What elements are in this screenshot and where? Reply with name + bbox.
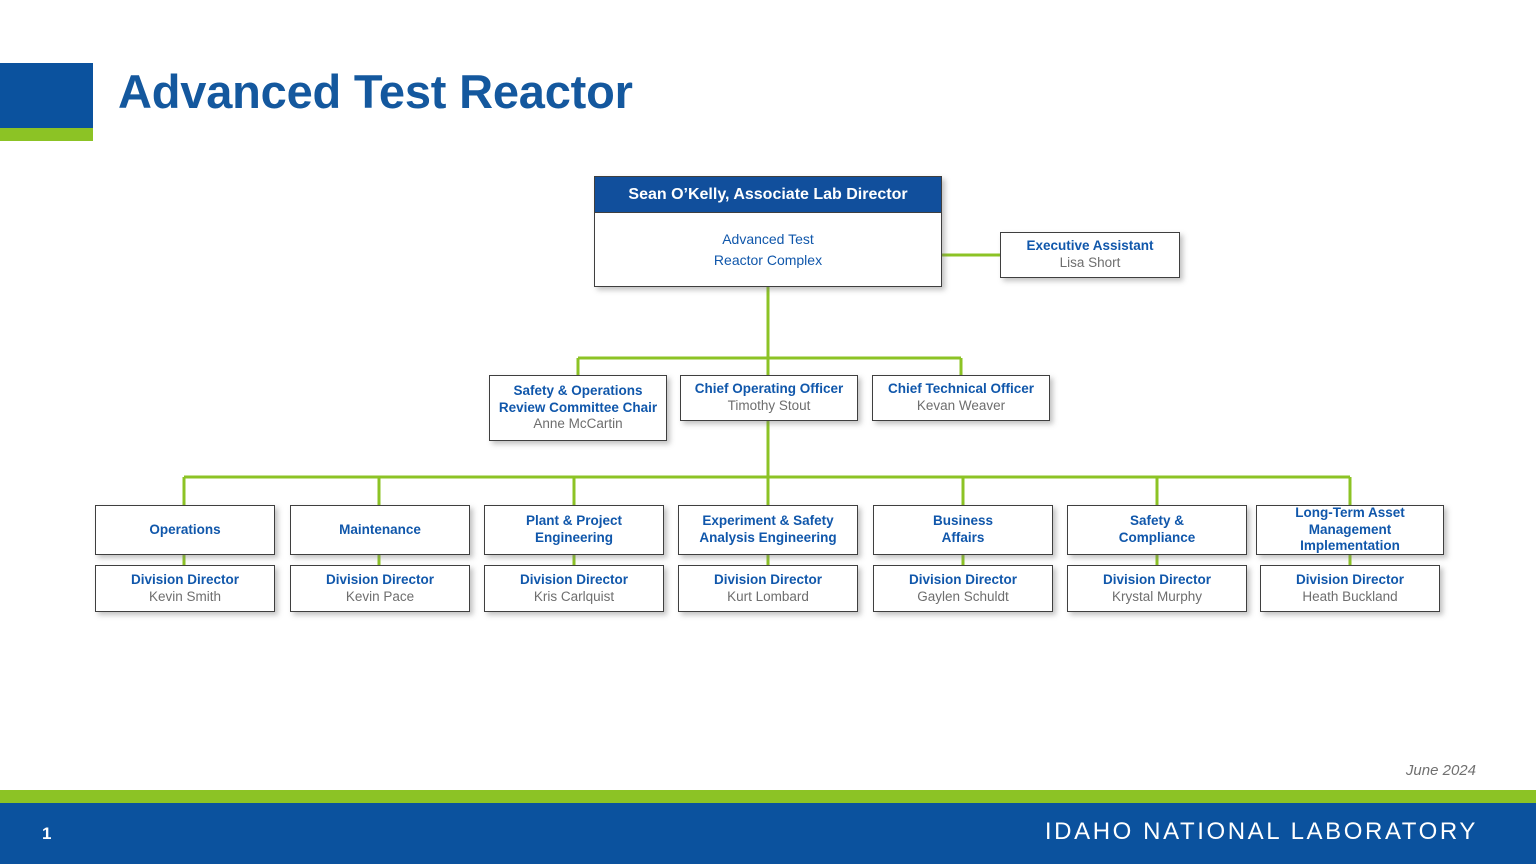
header-accent-block (0, 63, 93, 128)
org-node-title-line2: Affairs (941, 530, 985, 545)
org-node-division-director-business-affairs[interactable]: Division Director Gaylen Schuldt (873, 565, 1053, 612)
org-node-title-line1: Chief Operating Officer (694, 381, 844, 397)
org-node-root-body-line2: Reactor Complex (713, 251, 823, 268)
org-node-title-line1: Business (932, 513, 994, 529)
org-node-title-line1: Maintenance (339, 521, 421, 537)
org-node-role: Division Director (908, 571, 1018, 587)
org-node-person: Kris Carlquist (533, 588, 615, 604)
org-node-division-operations[interactable]: Operations (95, 505, 275, 555)
org-node-role: Division Director (1102, 571, 1212, 587)
organization-name: IDAHO NATIONAL LABORATORY (1044, 818, 1478, 845)
org-node-safety-operations-review-committee-chair[interactable]: Safety & Operations Review Committee Cha… (489, 375, 667, 441)
org-node-division-long-term-asset-management-implementation[interactable]: Long-Term Asset Management Implementatio… (1256, 505, 1444, 555)
org-node-chief-operating-officer[interactable]: Chief Operating Officer Timothy Stout (680, 375, 858, 421)
org-node-division-business-affairs[interactable]: Business Affairs (873, 505, 1053, 555)
footer-green-bar (0, 790, 1536, 803)
org-node-division-plant-project-engineering[interactable]: Plant & Project Engineering (484, 505, 664, 555)
org-node-person: Kevin Pace (345, 588, 415, 604)
org-node-division-director-plant-project-engineering[interactable]: Division Director Kris Carlquist (484, 565, 664, 612)
org-node-root-body: Advanced Test Reactor Complex (595, 213, 941, 286)
org-node-division-director-safety-compliance[interactable]: Division Director Krystal Murphy (1067, 565, 1247, 612)
page-title: Advanced Test Reactor (118, 65, 633, 118)
org-node-title-line2: Engineering (534, 530, 613, 545)
org-node-title-line1: Long-Term Asset (1295, 504, 1405, 520)
header-accent-green-strip (0, 128, 93, 141)
org-node-role: Division Director (519, 571, 629, 587)
org-node-title-line1: Safety & Operations (513, 382, 643, 398)
org-node-division-director-maintenance[interactable]: Division Director Kevin Pace (290, 565, 470, 612)
org-node-division-director-experiment-safety-analysis-engineering[interactable]: Division Director Kurt Lombard (678, 565, 858, 612)
org-node-title-line1: Safety & (1129, 513, 1185, 529)
org-node-chief-technical-officer[interactable]: Chief Technical Officer Kevan Weaver (872, 375, 1050, 421)
org-node-root-body-line1: Advanced Test (722, 231, 814, 248)
org-node-division-director-long-term-asset-management[interactable]: Division Director Heath Buckland (1260, 565, 1440, 612)
org-node-division-experiment-safety-analysis-engineering[interactable]: Experiment & Safety Analysis Engineering (678, 505, 858, 555)
org-node-role: Division Director (325, 571, 435, 587)
page-number: 1 (42, 824, 52, 843)
org-node-person: Timothy Stout (727, 398, 811, 413)
org-node-person: Kevin Smith (148, 588, 222, 604)
org-node-root-header: Sean O’Kelly, Associate Lab Director (595, 177, 941, 213)
org-node-title: Executive Assistant (1026, 238, 1154, 254)
org-node-person: Anne McCartin (533, 416, 623, 432)
org-node-title-line2: Analysis Engineering (699, 530, 837, 545)
org-node-role: Division Director (1295, 571, 1405, 587)
org-node-division-maintenance[interactable]: Maintenance (290, 505, 470, 555)
org-node-title-line2: Compliance (1118, 530, 1196, 545)
org-node-title-line1: Chief Technical Officer (887, 381, 1035, 397)
org-node-person: Lisa Short (1059, 255, 1121, 270)
org-node-title-line2: Review Committee Chair (498, 399, 658, 415)
org-node-person: Krystal Murphy (1111, 588, 1203, 604)
org-node-title-line1: Experiment & Safety (702, 513, 834, 529)
org-node-person: Gaylen Schuldt (917, 588, 1009, 604)
org-node-title-line1: Operations (149, 521, 221, 537)
slide-date: June 2024 (1405, 762, 1476, 779)
org-node-person: Kurt Lombard (727, 588, 809, 604)
org-node-title-line1: Plant & Project (525, 513, 623, 529)
org-node-person: Kevan Weaver (916, 398, 1006, 413)
org-node-associate-lab-director[interactable]: Sean O’Kelly, Associate Lab Director Adv… (594, 176, 942, 287)
org-node-division-safety-compliance[interactable]: Safety & Compliance (1067, 505, 1247, 555)
org-node-executive-assistant[interactable]: Executive Assistant Lisa Short (1000, 232, 1180, 278)
org-node-role: Division Director (130, 571, 240, 587)
org-node-division-director-operations[interactable]: Division Director Kevin Smith (95, 565, 275, 612)
footer-blue-bar (0, 803, 1536, 864)
org-node-title-line2: Management Implementation (1300, 521, 1400, 554)
org-node-role: Division Director (713, 571, 823, 587)
org-node-person: Heath Buckland (1302, 588, 1398, 604)
